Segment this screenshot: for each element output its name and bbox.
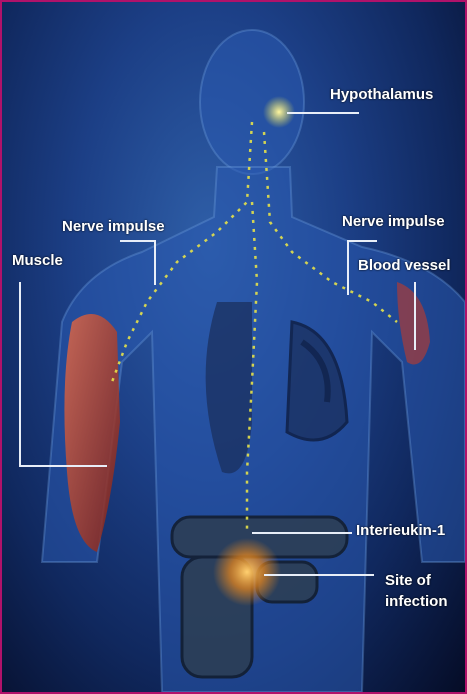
label-site-of-infection: Site of infection — [385, 570, 448, 612]
label-nerve-impulse-left: Nerve impulse — [62, 218, 165, 235]
nerve-right-line-v — [347, 240, 349, 295]
nerve-right-line-h — [347, 240, 377, 242]
interleukin-line — [252, 532, 352, 534]
infection-glow — [213, 538, 281, 606]
muscle-line-v — [19, 282, 21, 467]
site-line — [264, 574, 374, 576]
label-blood-vessel: Blood vessel — [358, 257, 451, 274]
label-site-line2: infection — [385, 591, 448, 612]
nerve-left-line-v — [154, 240, 156, 285]
label-interleukin: Interieukin-1 — [356, 522, 445, 539]
label-nerve-impulse-right: Nerve impulse — [342, 213, 445, 230]
blood-vessel-line-v — [414, 282, 416, 350]
label-site-line1: Site of — [385, 570, 448, 591]
label-hypothalamus: Hypothalamus — [330, 86, 433, 103]
nerve-left-line-h — [120, 240, 156, 242]
label-muscle: Muscle — [12, 252, 63, 269]
hypothalamus-line — [287, 112, 359, 114]
muscle-line-h — [19, 465, 107, 467]
